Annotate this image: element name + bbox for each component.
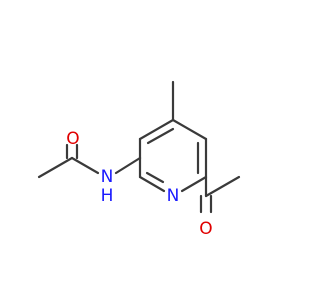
bond-methyl-carbonyl-left: [37, 156, 74, 179]
bond-carbonyl-amide-nitrogen: [70, 156, 100, 175]
amide-hydrogen-atom: H: [101, 186, 114, 206]
atom-labels: O N H N O: [66, 129, 212, 239]
bond-ring-c3-c4: [138, 118, 175, 141]
bond-ring-inner-double-left: [146, 127, 175, 145]
bond-ring-c6-nitrogen: [180, 175, 208, 193]
pyridine-nitrogen-atom: N: [167, 186, 180, 206]
molecule-structure-diagram: O N H N O: [37, 80, 241, 239]
bond-group: [37, 80, 241, 214]
bond-amide-nitrogen-ring: [114, 156, 142, 175]
oxygen-atom-left: O: [66, 129, 79, 149]
oxygen-atom-right: O: [199, 219, 212, 239]
bond-ring-nitrogen-c2: [138, 175, 166, 193]
bond-ring-inner-double-bottom: [145, 171, 165, 184]
bond-right-carbonyl-methyl: [204, 175, 241, 198]
bond-ring-c4-c5: [171, 118, 208, 141]
amide-nitrogen-atom: N: [101, 167, 114, 187]
